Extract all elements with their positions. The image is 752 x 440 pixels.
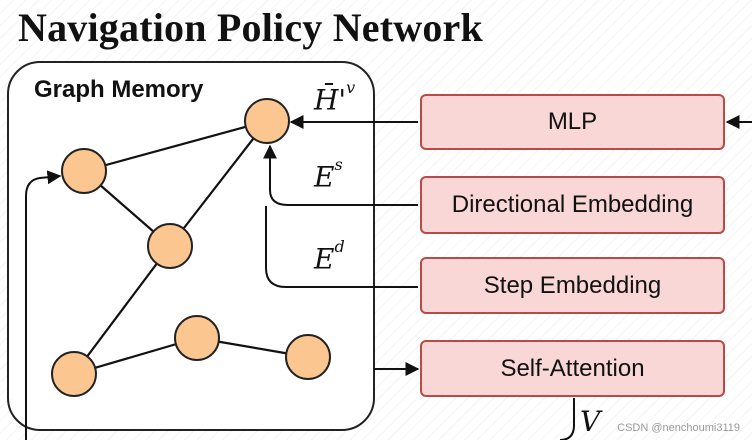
graph-edge xyxy=(83,119,268,173)
h-bar-base: H̄' xyxy=(314,83,347,117)
h-bar-sup: v xyxy=(346,78,356,97)
graph-node xyxy=(61,148,107,194)
watermark: CSDN @nenchoumi3119 xyxy=(617,422,740,434)
ed-symbol: Ed xyxy=(314,239,345,276)
step-embedding-label: Step Embedding xyxy=(483,271,662,299)
es-sup: s xyxy=(334,155,343,174)
graph-nodes xyxy=(51,98,331,397)
directional-embedding-box: Directional Embedding xyxy=(420,176,725,234)
graph-node xyxy=(147,223,193,269)
self-attention-label: Self-Attention xyxy=(500,354,645,382)
h-bar-symbol: H̄'v xyxy=(314,80,355,117)
mlp-label: MLP xyxy=(547,108,598,135)
feedback-arrow xyxy=(25,170,62,440)
attention-output-line xyxy=(559,398,575,440)
directional-embedding-label: Directional Embedding xyxy=(451,191,694,218)
graph-node xyxy=(244,98,290,144)
es-symbol: Es xyxy=(314,157,343,194)
v-symbol: V xyxy=(580,405,601,438)
diagram-title: Navigation Policy Network xyxy=(18,5,483,50)
ed-base: E xyxy=(314,242,335,276)
graph-node xyxy=(174,315,220,361)
es-base: E xyxy=(314,160,335,194)
directional-connector xyxy=(263,144,418,206)
graph-memory-label: Graph Memory xyxy=(34,76,204,103)
ed-sup: d xyxy=(334,237,345,256)
mlp-box: MLP xyxy=(420,94,725,150)
graph-node xyxy=(51,351,97,397)
self-attention-box: Self-Attention xyxy=(420,340,725,397)
graph-node xyxy=(285,334,331,380)
step-embedding-box: Step Embedding xyxy=(420,257,725,314)
step-connector xyxy=(265,206,418,288)
graph-edge xyxy=(73,245,171,375)
graph-edge xyxy=(169,120,268,247)
